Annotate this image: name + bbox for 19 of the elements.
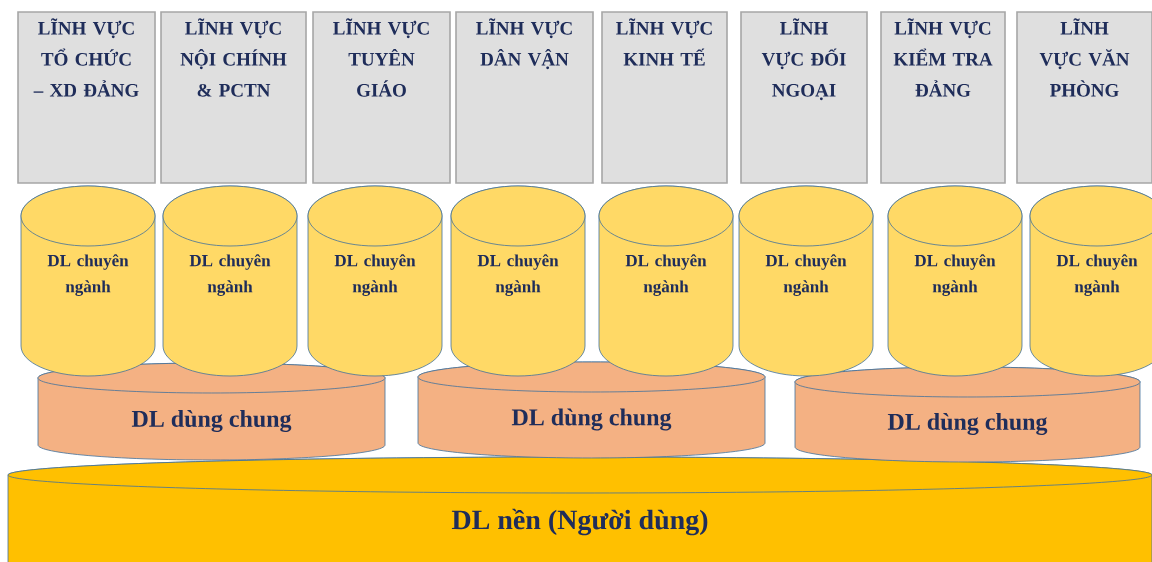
field-box: LĨNH VỰC NỘI CHÍNH & PCTN (160, 11, 307, 184)
field-box: LĨNH VỰC DÂN VẬN (455, 11, 594, 184)
database-cylinder: DL chuyên ngành (598, 185, 734, 377)
database-cylinder: DL chuyên ngành (20, 185, 156, 377)
database-cylinder: DL chuyên ngành (450, 185, 586, 377)
field-box: LĨNH VỰC KIỂM TRA ĐẢNG (880, 11, 1006, 184)
database-cylinder: DL chuyên ngành (738, 185, 874, 377)
field-box: LĨNH VỰC TUYÊN GIÁO (312, 11, 451, 184)
database-cylinder: DL chuyên ngành (162, 185, 298, 377)
field-box: LĨNH VỰC KINH TẾ (601, 11, 728, 184)
database-cylinder: DL chuyên ngành (887, 185, 1023, 377)
database-cylinder: DL chuyên ngành (1029, 185, 1152, 377)
field-box: LĨNH VỰC VĂN PHÒNG (1016, 11, 1152, 184)
base-database-cylinder: DL nền (Người dùng) (7, 456, 1152, 562)
field-box: LĨNH VỰC ĐỐI NGOẠI (740, 11, 868, 184)
shared-database-cylinder: DL dùng chung (417, 361, 766, 459)
database-cylinder: DL chuyên ngành (307, 185, 443, 377)
field-box: LĨNH VỰC TỔ CHỨC – XD ĐẢNG (17, 11, 156, 184)
shared-database-cylinder: DL dùng chung (794, 366, 1141, 463)
